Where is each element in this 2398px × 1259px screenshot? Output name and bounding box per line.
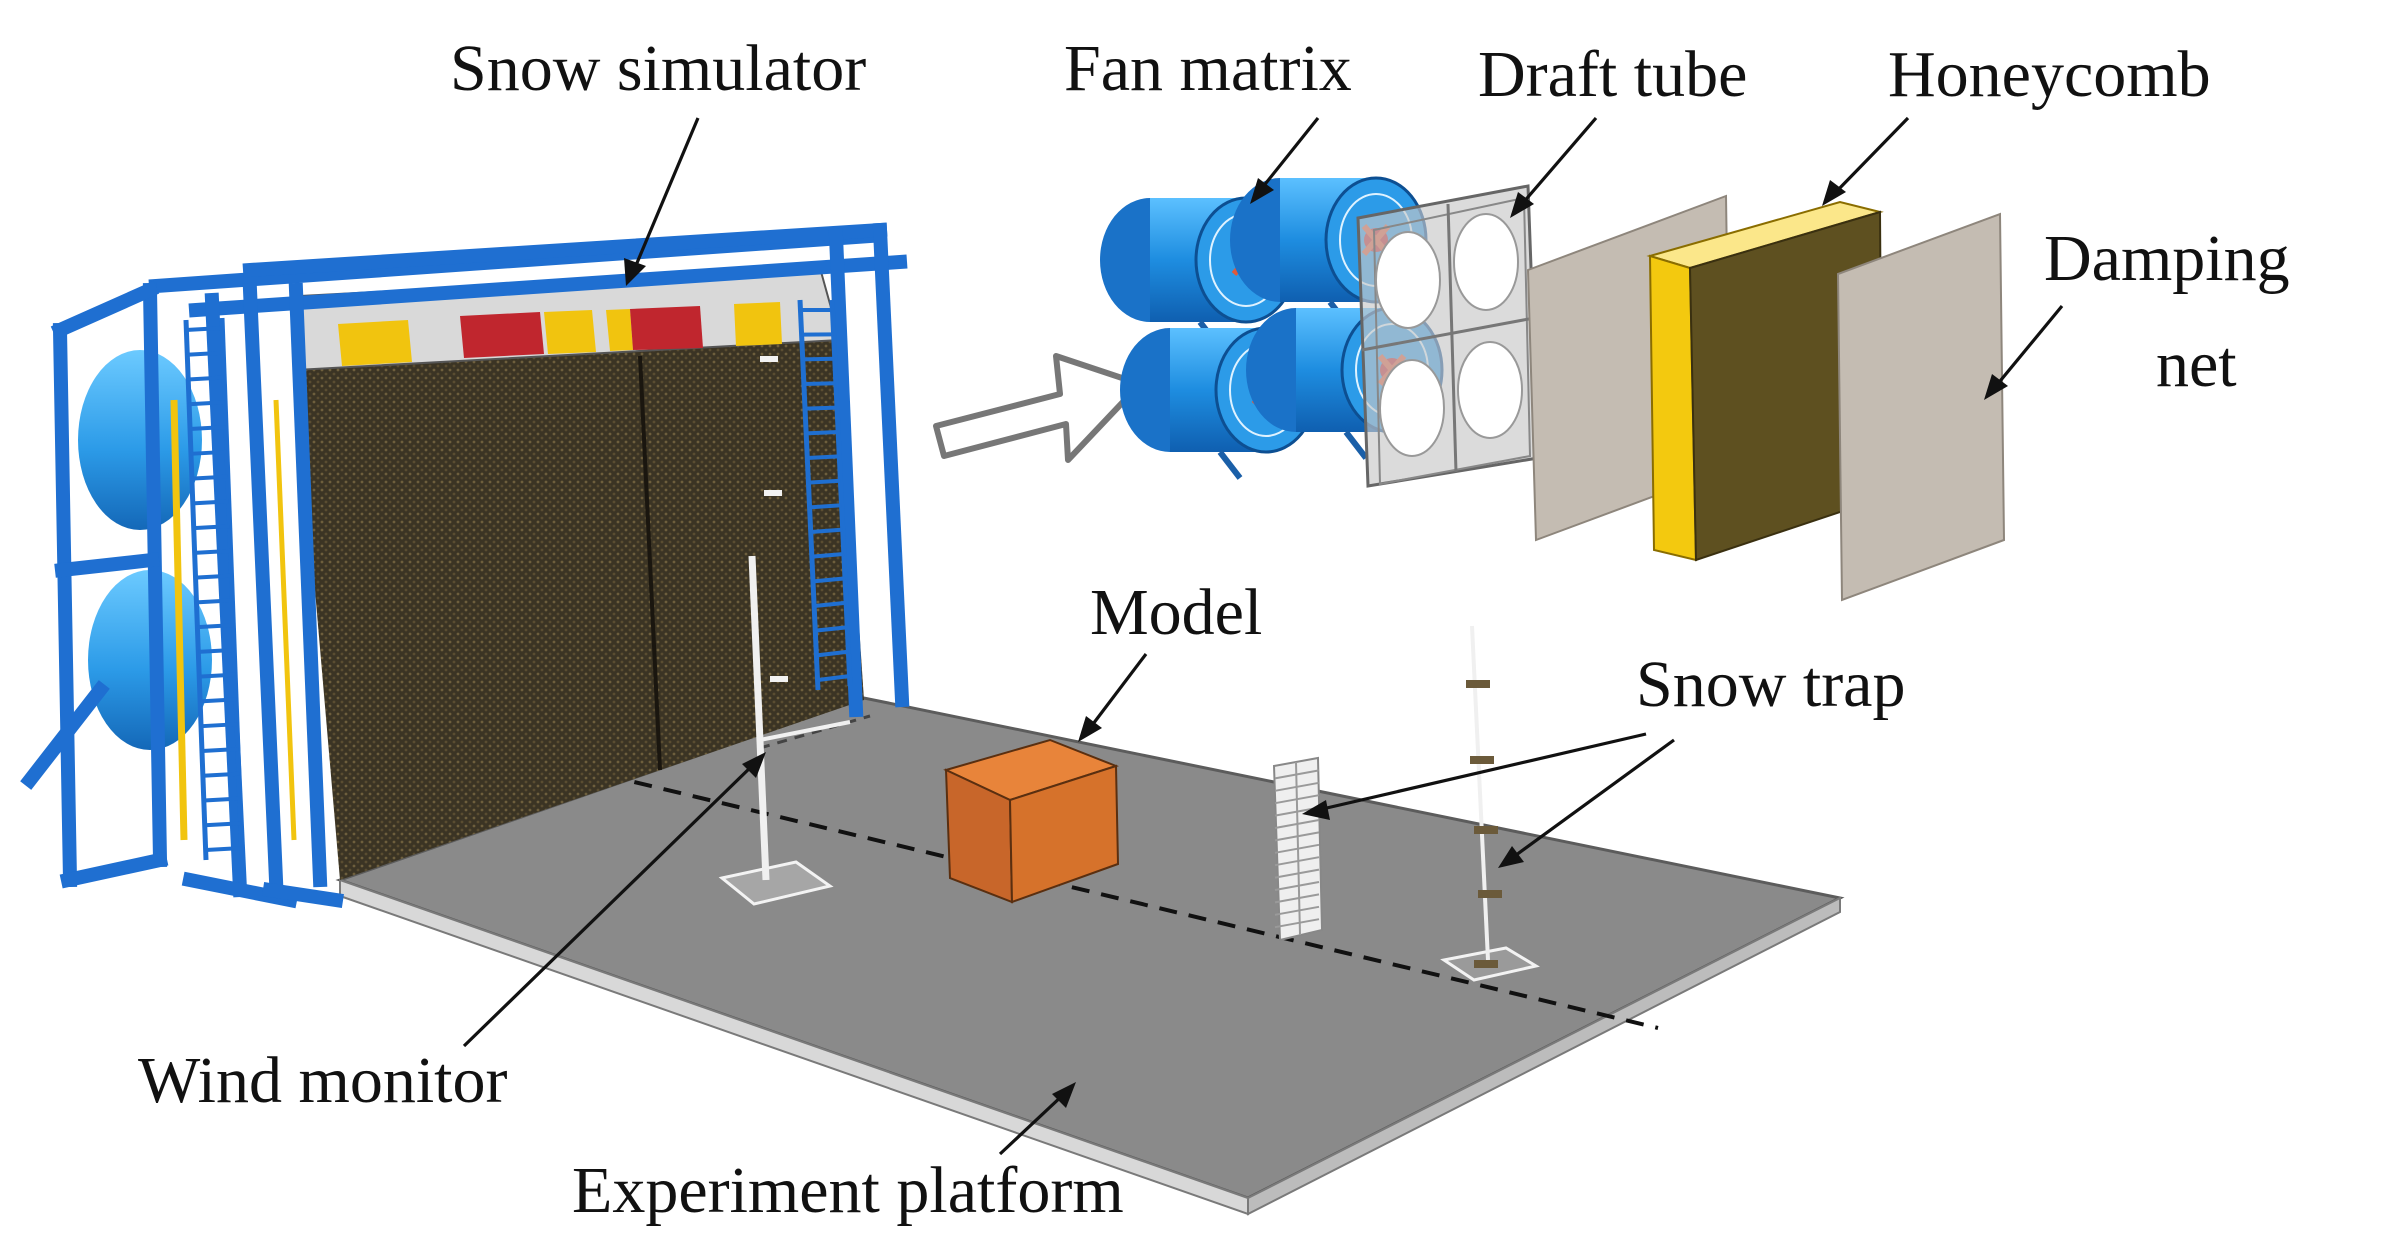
ladder-rung — [202, 746, 239, 753]
trap-cell-line — [1274, 881, 1320, 891]
ladder-rung — [188, 400, 225, 407]
mesh-screen — [296, 340, 864, 880]
ladder-rung — [200, 697, 237, 704]
label-snow-trap: Snow trap — [1636, 648, 1905, 721]
ladder-rung — [186, 350, 224, 357]
label-draft-tube: Draft tube — [1478, 38, 1747, 111]
experiment-platform — [335, 696, 1845, 1216]
ladder-rung — [198, 647, 235, 654]
ladder-rung — [199, 672, 236, 679]
model-cube — [943, 738, 1120, 904]
label-wind-monitor: Wind monitor — [138, 1044, 507, 1117]
ladder-rung — [203, 771, 240, 778]
trap-cell-line — [1274, 856, 1320, 867]
ladder-rung — [204, 821, 242, 828]
trap-cell-line — [1274, 893, 1320, 904]
ladder-rung — [189, 425, 226, 432]
ladder-rung — [803, 381, 836, 386]
ladder-rung — [205, 846, 243, 852]
snow-trap-tower — [1272, 756, 1324, 942]
leader-lines — [462, 116, 2064, 1156]
ladder-rung — [193, 524, 230, 531]
ladder-rung — [190, 449, 227, 456]
ladder-rung — [201, 722, 238, 729]
ladder-rung — [195, 573, 232, 580]
ladder-rung — [802, 356, 835, 362]
ladder-rung — [196, 598, 233, 605]
honeycomb — [1646, 200, 1884, 562]
label-honeycomb: Honeycomb — [1888, 38, 2211, 111]
ladder-rung — [810, 527, 843, 534]
ladder-rung — [187, 375, 225, 382]
ladder-rung — [815, 625, 848, 633]
ladder-rungs — [185, 308, 851, 852]
snow-simulator — [20, 222, 910, 909]
ladder-rung — [191, 474, 228, 481]
trap-cell-line — [1274, 905, 1320, 916]
ladder-rung — [814, 600, 847, 608]
draft-tube — [1356, 184, 1540, 488]
ladder-rung — [197, 623, 234, 630]
ladder-rung — [813, 576, 846, 584]
ladder-rung — [203, 796, 241, 803]
ladder-rung — [194, 548, 231, 555]
ladder-rung — [807, 454, 840, 460]
trap-cell-line — [1274, 918, 1320, 929]
ladder-rung — [811, 552, 845, 559]
trap-cell-line — [1274, 868, 1320, 879]
label-snow-simulator: Snow simulator — [450, 32, 866, 105]
ladder-rung — [817, 674, 851, 682]
trap-cell-divider — [1295, 761, 1301, 936]
label-damping-net-line1: Damping — [2044, 222, 2290, 295]
ladder-rung — [804, 405, 837, 411]
ladder-left — [183, 317, 245, 861]
ladder-rung — [816, 649, 850, 658]
arrow-right-outline-icon — [933, 353, 1143, 463]
label-experiment-platform: Experiment platform — [572, 1154, 1124, 1227]
ladder-rung — [192, 499, 229, 506]
ladder-right — [797, 299, 853, 691]
label-fan-matrix: Fan matrix — [1064, 32, 1352, 105]
ladder-rung — [808, 478, 841, 485]
label-model: Model — [1090, 576, 1262, 649]
trap-cell-line — [1274, 843, 1320, 854]
label-damping-net-line2: net — [2156, 328, 2237, 401]
tank-upper — [78, 350, 202, 530]
ladder-rung — [185, 326, 223, 332]
ladder-rung — [809, 503, 842, 510]
wind-monitor — [718, 555, 851, 906]
ladder-rung — [805, 430, 839, 436]
snow-trap-pole — [1440, 625, 1540, 982]
damping-net-back — [1836, 212, 2006, 602]
